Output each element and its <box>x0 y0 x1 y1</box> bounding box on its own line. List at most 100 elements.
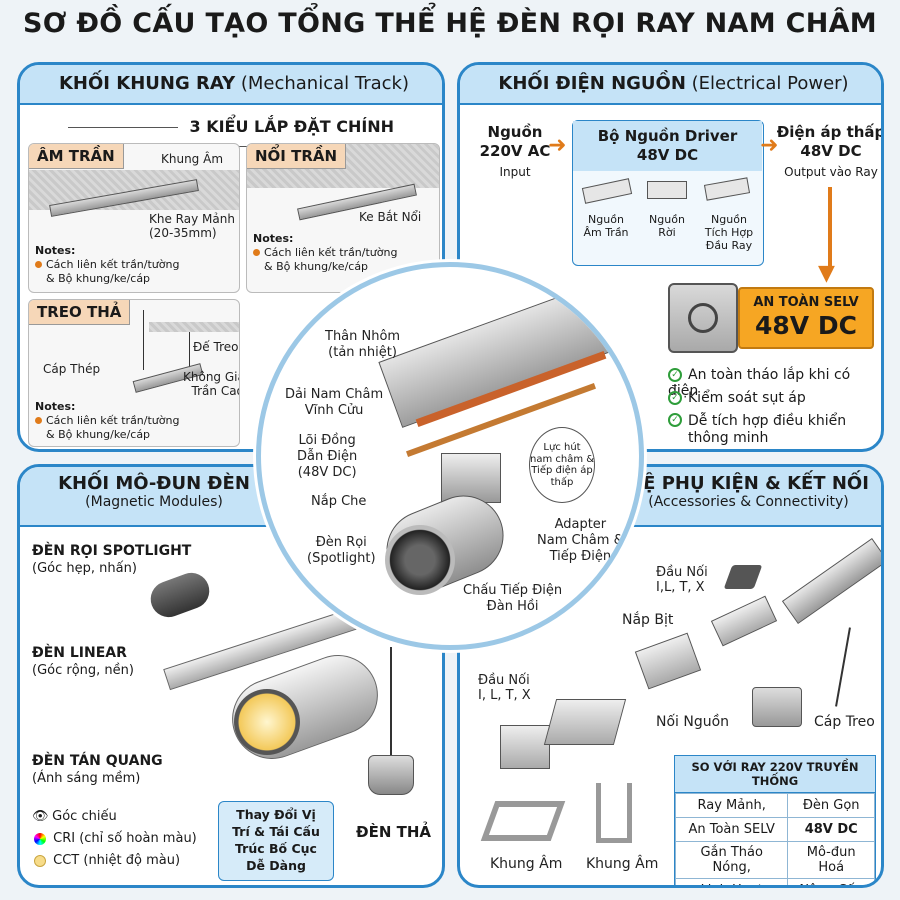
accessory-track-icon <box>781 537 881 625</box>
check-icon: ✓ <box>668 391 682 405</box>
benefit-3: ✓Dễ tích hợp điều khiển thông minh <box>668 413 846 447</box>
surface-install-box: NỔI TRẦN Ke Bắt Nổi Notes: Cách liên kết… <box>246 143 440 293</box>
connector-x-icon <box>710 595 778 647</box>
check-icon: ✓ <box>668 368 682 382</box>
spotlight-icon <box>145 567 215 623</box>
power-panel-header: KHỐI ĐIỆN NGUỒN (Electrical Power) <box>460 65 881 105</box>
frame-square-icon <box>480 801 566 841</box>
legend-cct: CCT (nhiệt độ màu) <box>32 853 180 868</box>
selv-line2: 48V DC <box>755 311 857 340</box>
power-output-sub: Output vào Ray <box>784 165 878 179</box>
flood-sub: (Ánh sáng mềm) <box>32 771 141 786</box>
pendant-ceiling <box>149 322 239 332</box>
cap-top-icon <box>723 565 763 589</box>
arrow-input-icon: ➜ <box>548 133 567 158</box>
pendant-label-cable: Cáp Thép <box>43 362 101 376</box>
legend-angle: 👁 Góc chiếu <box>32 809 117 824</box>
table-row: Linh HoạtNâng Cấp <box>674 878 875 885</box>
table-cell: Ray Mảnh, <box>674 793 789 818</box>
pendant-light-icon <box>368 755 414 795</box>
table-cell: Linh Hoạt <box>674 878 789 885</box>
driver3-icon <box>703 177 751 201</box>
center-detail-circle: Thân Nhôm (tản nhiệt) Dải Nam Châm Vĩnh … <box>256 262 644 650</box>
label-hanger: Cáp Treo <box>814 714 875 730</box>
surface-label-bracket: Ke Bắt Nổi <box>359 210 422 224</box>
recessed-label-frame: Khung Âm <box>161 152 224 166</box>
driver1-label: Nguồn Âm Trần <box>583 213 629 239</box>
modules-header-bold: KHỐI MÔ-ĐUN ĐÈN <box>58 473 250 494</box>
table-cell: Đèn Gọn <box>787 793 875 818</box>
surface-note-line2: & Bộ khung/ke/cáp <box>264 260 369 273</box>
table-row: Ray Mảnh,Đèn Gọn <box>674 793 875 818</box>
pendant-note-line2: & Bộ khung/ke/cáp <box>46 428 151 441</box>
modules-header-light: (Magnetic Modules) <box>85 494 223 510</box>
label-frame1: Khung Âm <box>490 856 563 872</box>
callout-box: Thay Đổi Vị Trí & Tái Cấu Trúc Bố Cục Dễ… <box>218 801 334 881</box>
surface-notes-title: Notes: <box>253 232 294 245</box>
table-row: Gắn Tháo Nóng,Mô-đun Hoá <box>674 841 875 879</box>
label-core: Lõi Đồng Dẫn Điện (48V DC) <box>297 433 358 480</box>
driver-box-header <box>573 121 762 171</box>
recessed-note-line1: Cách liên kết trần/tường <box>35 258 179 271</box>
recessed-install-box: ÂM TRẦN Khung Âm Khe Ray Mảnh (20-35mm) … <box>28 143 240 293</box>
track-panel-header: KHỐI KHUNG RAY (Mechanical Track) <box>20 65 442 105</box>
power-input-title: Nguồn 220V AC <box>479 123 551 160</box>
cct-icon <box>34 854 46 867</box>
hanger-cable-icon <box>835 627 851 707</box>
table-cell: Gắn Tháo Nóng, <box>674 841 789 879</box>
label-cover: Nắp Che <box>311 494 367 509</box>
eye-icon: 👁 <box>32 809 49 824</box>
spot-sub: (Góc hẹp, nhấn) <box>32 561 137 576</box>
pendant-cable-2 <box>189 332 190 372</box>
comparison-table: SO VỚI RAY 220V TRUYỀN THỐNG Ray Mảnh,Đè… <box>674 755 876 885</box>
recessed-note-line2: & Bộ khung/ke/cáp <box>46 272 151 285</box>
label-frame2: Khung Âm <box>586 856 659 872</box>
track-panel: KHỐI KHUNG RAY (Mechanical Track) 3 KIỂU… <box>17 62 445 452</box>
pendant-install-box: TREO THẢ Đế Treo Cáp Thép Không Gian Trầ… <box>28 299 240 447</box>
label-force: Lực hút nam châm & Tiếp điện áp thấp <box>530 442 595 488</box>
safe-dial-icon <box>688 303 718 333</box>
benefit-2: ✓Kiểm soát sụt áp <box>668 390 806 406</box>
selv-line1: AN TOÀN SELV <box>753 295 859 310</box>
frame-u-icon <box>596 783 632 843</box>
legend-cri: CRI (chỉ số hoàn màu) <box>32 831 197 846</box>
driver2-icon <box>647 181 687 199</box>
pendant-notes-title: Notes: <box>35 400 76 413</box>
surface-note-line1: Cách liên kết trần/tường <box>253 246 397 259</box>
track-segment-icon <box>543 699 627 745</box>
pendant-note-line1: Cách liên kết trần/tường <box>35 414 179 427</box>
accessories-header-light: (Accessories & Connectivity) <box>648 494 849 510</box>
table-cell: Nâng Cấp <box>787 878 875 885</box>
power-header-light: (Electrical Power) <box>691 73 849 94</box>
page-title: SƠ ĐỒ CẤU TẠO TỔNG THỂ HỆ ĐÈN RỌI RAY NA… <box>23 8 877 39</box>
driver-box: Bộ Nguồn Driver 48V DC Nguồn Âm Trần Ngu… <box>572 120 764 266</box>
flood-title: ĐÈN TÁN QUANG <box>32 753 163 769</box>
pendant-label-space: Không Gian Trần Cao <box>183 370 239 398</box>
safe-icon <box>668 283 738 353</box>
spotlight-lens-icon <box>385 525 455 595</box>
recessed-tag: ÂM TRẦN <box>29 144 124 169</box>
label-connector-top: Đầu Nối I,L, T, X <box>656 565 708 595</box>
pendant-cable <box>143 310 144 370</box>
pendant-light-cord <box>390 647 392 757</box>
label-adapter: Adapter Nam Châm & Tiếp Điện <box>537 517 624 564</box>
pendant-title: ĐÈN THẢ <box>356 823 431 841</box>
spot-title: ĐÈN RỌI SPOTLIGHT <box>32 543 192 559</box>
arrow-down-icon: ▼ <box>818 261 835 286</box>
track-header-light: (Mechanical Track) <box>240 73 409 94</box>
label-contact: Chấu Tiếp Điện Đàn Hồi <box>463 583 563 614</box>
label-body: Thân Nhôm (tản nhiệt) <box>325 329 401 360</box>
flood-lens-icon <box>234 689 300 755</box>
recessed-notes-title: Notes: <box>35 244 76 257</box>
table-cell: An Toàn SELV <box>674 817 789 842</box>
arrow-down-line <box>828 187 832 267</box>
driver2-label: Nguồn Rời <box>649 213 685 239</box>
pendant-label-base: Đế Treo <box>193 340 239 354</box>
linear-title: ĐÈN LINEAR <box>32 645 127 661</box>
callout-text: Thay Đổi Vị Trí & Tái Cấu Trúc Bố Cục Dễ… <box>232 807 320 873</box>
linear-sub: (Góc rộng, nền) <box>32 663 134 678</box>
label-power-conn: Nối Nguồn <box>656 714 730 730</box>
selv-box: AN TOÀN SELV 48V DC <box>738 287 874 349</box>
